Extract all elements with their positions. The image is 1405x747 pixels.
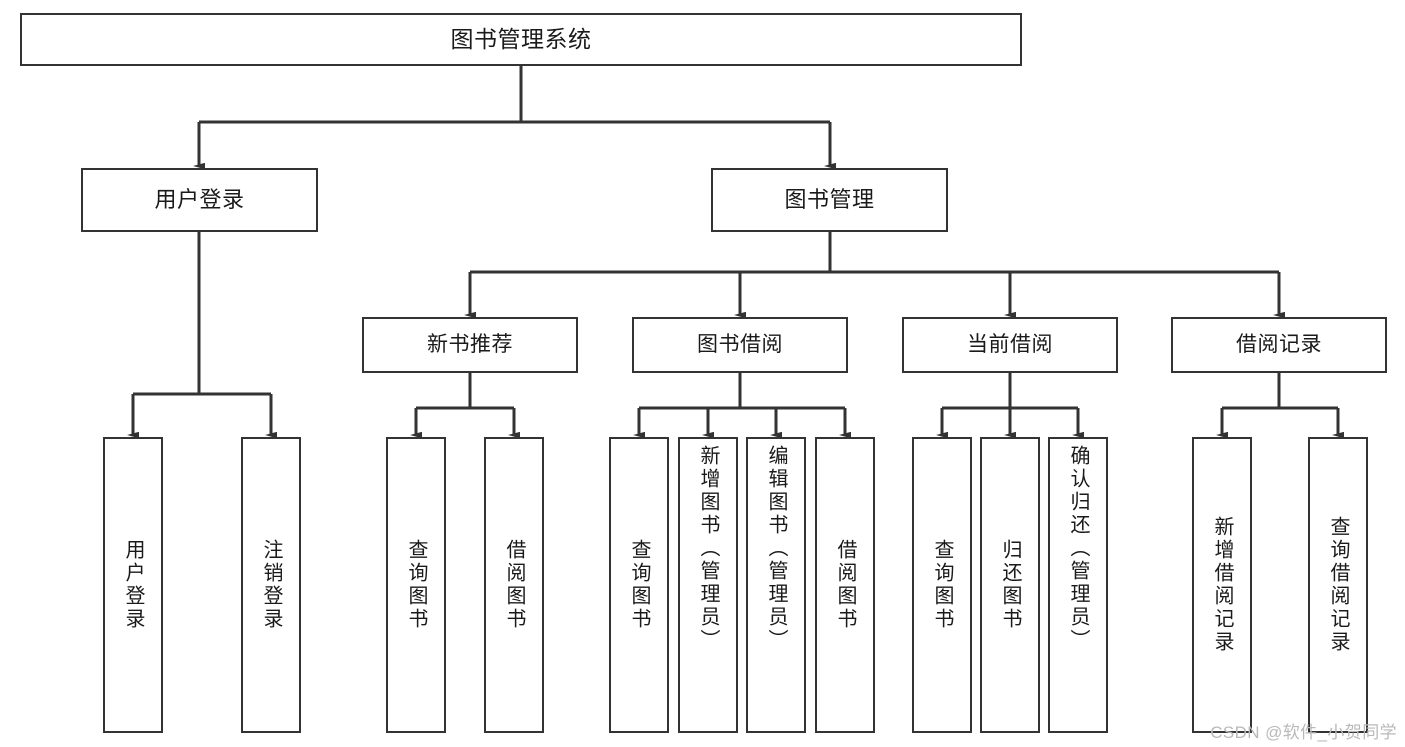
node-new-book-recommend-label: 新书推荐 [427, 332, 513, 356]
node-leaf-query-record[interactable]: 查询借阅记录 [1308, 437, 1368, 733]
node-root-label: 图书管理系统 [450, 25, 592, 52]
node-leaf-add-record-label: 新增借阅记录 [1211, 516, 1233, 654]
node-root[interactable]: 图书管理系统 [20, 13, 1022, 66]
node-leaf-borrow-book-2-label: 借阅图书 [834, 539, 856, 631]
node-leaf-edit-book-label: 编辑图书（管理员） [765, 445, 787, 652]
node-leaf-query-record-label: 查询借阅记录 [1327, 516, 1349, 654]
node-user-login-label: 用户登录 [154, 187, 245, 213]
node-current-borrow-label: 当前借阅 [967, 332, 1053, 356]
node-leaf-user-login-label: 用户登录 [122, 539, 144, 631]
node-leaf-query-book-2-label: 查询图书 [628, 539, 650, 631]
node-leaf-return-book-label: 归还图书 [999, 539, 1021, 631]
node-leaf-confirm-return[interactable]: 确认归还（管理员） [1048, 437, 1108, 733]
node-leaf-borrow-book-1[interactable]: 借阅图书 [484, 437, 544, 733]
node-leaf-query-book-1-label: 查询图书 [405, 539, 427, 631]
node-book-manage[interactable]: 图书管理 [711, 168, 948, 232]
node-book-manage-label: 图书管理 [784, 187, 875, 213]
node-leaf-edit-book[interactable]: 编辑图书（管理员） [746, 437, 806, 733]
node-leaf-query-book-3-label: 查询图书 [931, 539, 953, 631]
node-leaf-confirm-return-label: 确认归还（管理员） [1067, 445, 1089, 652]
node-borrow-record-label: 借阅记录 [1236, 332, 1322, 356]
node-leaf-query-book-2[interactable]: 查询图书 [609, 437, 669, 733]
watermark: CSDN @软件_小贺同学 [1210, 723, 1397, 742]
node-leaf-add-book-label: 新增图书（管理员） [697, 445, 719, 652]
node-book-borrow[interactable]: 图书借阅 [632, 317, 848, 373]
node-leaf-add-book[interactable]: 新增图书（管理员） [678, 437, 738, 733]
node-new-book-recommend[interactable]: 新书推荐 [362, 317, 578, 373]
node-leaf-add-record[interactable]: 新增借阅记录 [1192, 437, 1252, 733]
node-leaf-borrow-book-2[interactable]: 借阅图书 [815, 437, 875, 733]
node-leaf-logout-label: 注销登录 [260, 539, 282, 631]
node-leaf-logout[interactable]: 注销登录 [241, 437, 301, 733]
node-leaf-borrow-book-1-label: 借阅图书 [503, 539, 525, 631]
node-leaf-return-book[interactable]: 归还图书 [980, 437, 1040, 733]
node-leaf-user-login[interactable]: 用户登录 [103, 437, 163, 733]
node-borrow-record[interactable]: 借阅记录 [1171, 317, 1387, 373]
node-current-borrow[interactable]: 当前借阅 [902, 317, 1118, 373]
node-leaf-query-book-1[interactable]: 查询图书 [386, 437, 446, 733]
node-book-borrow-label: 图书借阅 [697, 332, 783, 356]
node-leaf-query-book-3[interactable]: 查询图书 [912, 437, 972, 733]
node-user-login[interactable]: 用户登录 [81, 168, 318, 232]
